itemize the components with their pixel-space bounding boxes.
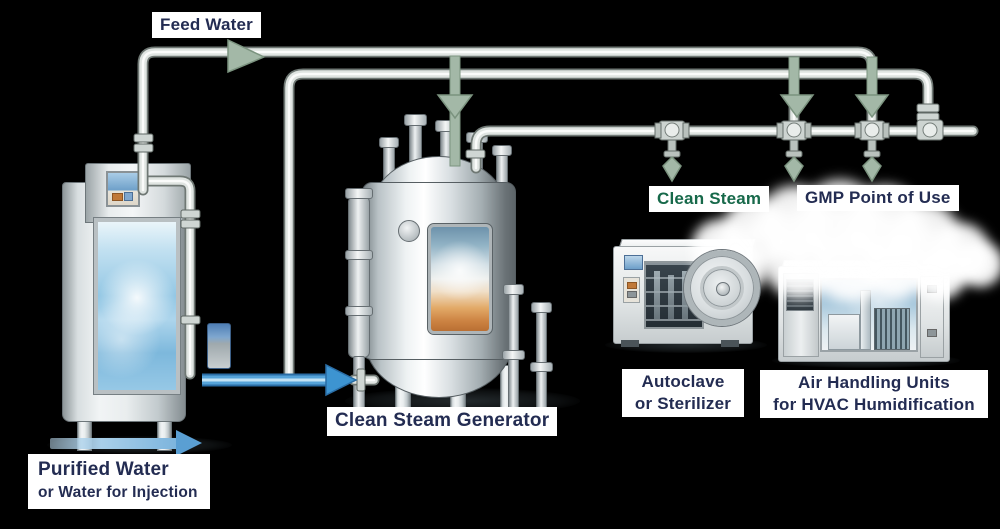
purifier-water-window [93,217,181,395]
header-connection-valve [916,119,944,141]
air-handling-label: Air Handling Units for HVAC Humidificati… [760,370,988,419]
generator-manway [398,220,420,242]
outlet-drop-arrow-icon [784,155,804,183]
autoclave-foot [621,340,639,347]
purifier-pump-valve [207,323,231,369]
generator-sight-window [427,223,493,335]
clean-steam-generator-unit [340,110,580,422]
water-purifier-unit [47,155,240,460]
point-of-use-valve [776,120,812,158]
gmp-point-of-use-label: GMP Point of Use [797,185,959,212]
purified-water-flow-arrow-icon [50,430,202,456]
clean-steam-label: Clean Steam [649,186,770,213]
outlet-drop-arrow-icon [662,155,682,183]
autoclave-label: Autoclave or Sterilizer [622,369,744,418]
purifier-display-screen [106,171,140,207]
point-of-use-down-arrow-icon [854,56,890,119]
feed-water-flow-arrow-icon [227,38,266,74]
feed-water-label: Feed Water [152,12,262,39]
autoclave-label-line1: Autoclave [641,372,725,391]
point-of-use-valve [854,120,890,158]
autoclave-display-screen [624,255,643,270]
autoclave-control-panel [623,277,640,303]
clean-steam-generator-label: Clean Steam Generator [327,407,558,436]
outlet-drop-arrow-icon [862,155,882,183]
purified-water-label-line2: or Water for Injection [38,483,198,501]
purified-water-label: Purified Water or Water for Injection [28,454,210,509]
point-of-use-valve [654,120,690,158]
air-handling-label-line1: Air Handling Units [798,373,950,392]
autoclave-label-line2: or Sterilizer [634,394,732,414]
generator-level-gauge [348,196,370,358]
air-handling-label-line2: for HVAC Humidification [773,395,975,415]
generator-side-valve [536,310,547,412]
point-of-use-down-arrow-icon [779,56,815,119]
autoclave-foot [721,340,739,347]
autoclave-door [684,250,760,326]
purified-water-label-line1: Purified Water [38,459,169,480]
